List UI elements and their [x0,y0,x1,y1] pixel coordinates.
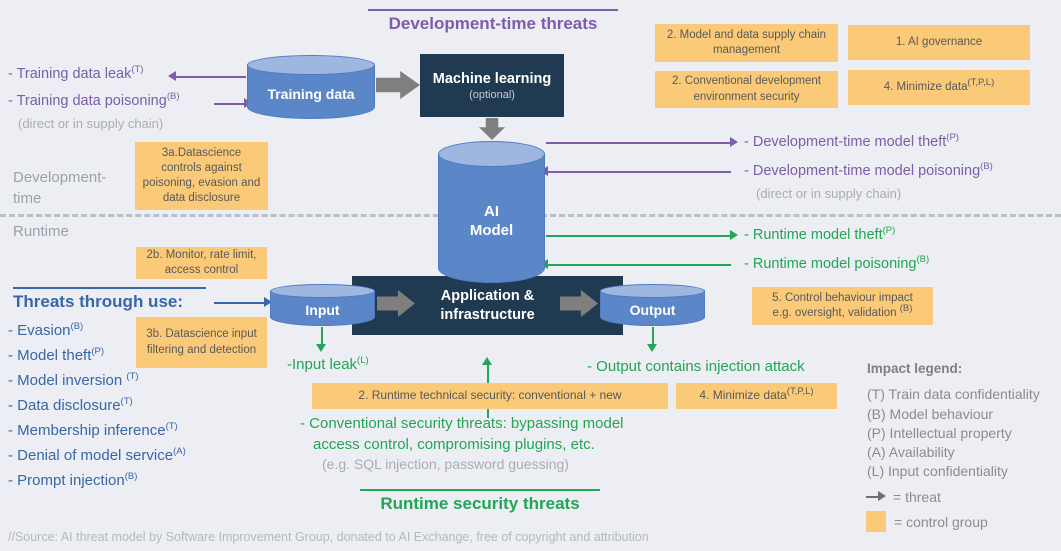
threat-training-data-leak: - Training data leak(T) [8,64,144,82]
use-threat-evasion: - Evasion(B) [8,321,84,339]
control-box-supply-chain: 2. Model and data supply chain managemen… [655,24,838,62]
threat-devtime-model-theft: - Development-time model theft(P) [744,132,959,150]
cylinder-top [270,284,375,298]
control-box-minimize-data-dev: 4. Minimize data(T,P,L) [848,70,1030,105]
control-box-conventional-dev-env-label: 2. Conventional development environment … [672,75,821,103]
control-box-monitor: 2b. Monitor, rate limit, access control [136,247,267,279]
machine-learning-optional-label: (optional) [469,89,515,102]
control-box-ai-governance-label: 1. AI governance [895,35,983,48]
arrow-training-data-poisoning [214,98,252,108]
phase-label-development-line2: time [13,190,42,207]
control-box-datascience-dev: 3a.Datascience controls against poisonin… [135,142,268,210]
control-box-monitor-label: 2b. Monitor, rate limit, access control [146,248,257,276]
conventional-threats-note: (e.g. SQL injection, password guessing) [322,456,569,472]
machine-learning-label: Machine learning [432,70,552,87]
control-box-behaviour-impact-label: 5. Control behaviour impact e.g. oversig… [772,291,913,319]
control-box-datascience-input: 3b. Datascience input filtering and dete… [136,317,267,368]
arrow-training-data-leak [168,71,246,81]
threat-arrow-icon [866,491,886,501]
ml-to-aimodel-arrow-icon [479,118,505,140]
threat-runtime-model-poisoning: - Runtime model poisoning(B) [744,254,930,272]
input-cylinder: Input [270,284,375,326]
arrow-output-injection [647,327,657,352]
supply-chain-note-right: (direct or in supply chain) [756,186,902,201]
control-box-minimize-data-runtime-label: 4. Minimize data(T,P,L) [699,386,814,403]
threat-runtime-model-theft: - Runtime model theft(P) [744,225,896,243]
use-threat-denial-of-service: - Denial of model service(A) [8,446,186,464]
control-group-swatch-icon [866,511,886,532]
training-data-label: Training data [267,86,355,103]
use-threat-membership-inference: - Membership inference(T) [8,421,178,439]
control-box-ai-governance: 1. AI governance [848,25,1030,60]
arrow-devtime-model-theft [546,137,738,147]
training-data-cylinder: Training data [247,55,375,119]
control-box-supply-chain-label: 2. Model and data supply chain managemen… [666,28,827,56]
arrow-input-leak [316,327,326,352]
threat-conventional-line1: - Conventional security threats: bypassi… [300,415,624,432]
source-note: //Source: AI threat model by Software Im… [8,530,649,544]
control-box-datascience-dev-label: 3a.Datascience controls against poisonin… [142,146,261,205]
threat-input-leak: -Input leak(L) [287,355,369,373]
threat-output-injection: - Output contains injection attack [587,358,805,375]
arrow-runtime-model-poisoning [540,259,731,269]
use-threat-data-disclosure: - Data disclosure(T) [8,396,133,414]
legend-item-availability: (A) Availability [867,444,955,460]
legend-item-input-confidentiality: (L) Input confidentiality [867,463,1008,479]
legend-item-train-data: (T) Train data confidentiality [867,386,1040,402]
machine-learning-box: Machine learning (optional) [420,54,564,117]
cylinder-top [438,141,545,167]
ai-model-label-line2: Model [469,222,514,240]
legend-item-intellectual-property: (P) Intellectual property [867,425,1012,441]
use-threat-model-theft: - Model theft(P) [8,346,105,364]
use-threat-prompt-injection: - Prompt injection(B) [8,471,138,489]
arrow-devtime-model-poisoning [540,166,731,176]
application-label-line2: infrastructure [440,306,535,323]
legend-control-label: = control group [894,514,988,530]
development-time-threats-title: Development-time threats [368,9,618,34]
control-box-runtime-technical: 2. Runtime technical security: conventio… [312,383,668,409]
training-to-ml-arrow-icon [376,71,420,99]
phase-label-runtime: Runtime [13,223,69,240]
arrow-threats-through-use [214,297,272,307]
use-threat-model-inversion: - Model inversion (T) [8,371,139,389]
runtime-security-threats-title: Runtime security threats [360,489,600,514]
threats-through-use-title: Threats through use: [13,287,206,312]
cylinder-body [438,154,545,283]
control-box-runtime-technical-label: 2. Runtime technical security: conventio… [358,388,622,403]
ai-model-cylinder: AI Model [438,141,545,283]
phase-label-development-line1: Development- [13,169,107,186]
cylinder-top [600,284,705,298]
ai-model-label-line1: AI [484,202,499,220]
ai-model-label: AI Model [438,160,545,283]
impact-legend-title: Impact legend: [867,361,963,376]
application-label: Application & infrastructure [440,287,534,323]
cylinder-top [247,55,375,75]
threat-training-data-poisoning: - Training data poisoning(B) [8,91,180,109]
legend-item-model-behaviour: (B) Model behaviour [867,406,994,422]
control-box-conventional-dev-env: 2. Conventional development environment … [655,71,838,108]
threat-devtime-model-poisoning: - Development-time model poisoning(B) [744,161,993,179]
output-label: Output [629,301,676,318]
control-box-minimize-data-runtime: 4. Minimize data(T,P,L) [676,383,837,409]
control-box-minimize-data-dev-label: 4. Minimize data(T,P,L) [883,77,995,93]
output-cylinder: Output [600,284,705,326]
threat-conventional-line2: access control, compromising plugins, et… [313,436,595,453]
control-box-datascience-input-label: 3b. Datascience input filtering and dete… [146,328,257,356]
arrow-runtime-model-theft [546,230,738,240]
legend-threat-label: = threat [893,489,941,505]
control-box-behaviour-impact: 5. Control behaviour impact e.g. oversig… [752,287,933,325]
supply-chain-note-left: (direct or in supply chain) [18,116,164,131]
application-label-line1: Application & [440,288,535,305]
input-label: Input [305,301,340,318]
